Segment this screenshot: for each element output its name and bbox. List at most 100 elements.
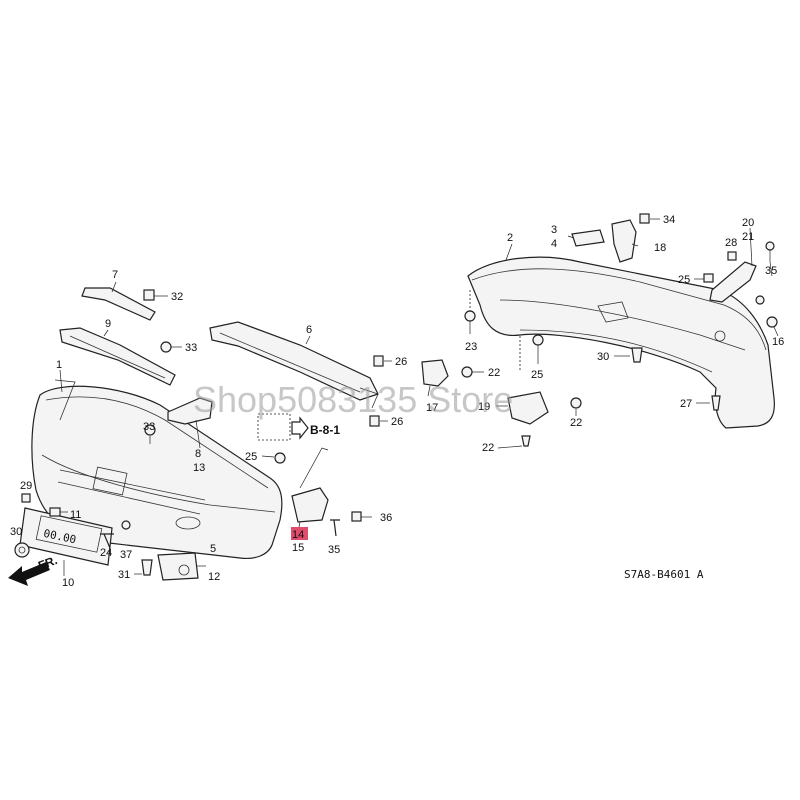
bumper-beam-groove	[219, 332, 361, 393]
watermark: Shop5083135 Store	[193, 379, 513, 420]
clip-33b-icon	[144, 424, 156, 444]
reference-arrow-icon	[291, 416, 309, 440]
screw-35b-icon	[765, 241, 775, 262]
callout-25b: 25	[531, 369, 543, 381]
clip-31-icon	[134, 559, 153, 576]
callout-30b: 30	[597, 351, 609, 363]
rear-upper-spacer	[571, 229, 605, 247]
callout-22b: 22	[570, 417, 582, 429]
clip-26a-icon	[373, 355, 392, 367]
clip-22a-icon	[461, 366, 484, 378]
callout-16: 16	[772, 336, 784, 348]
callout-26a: 26	[395, 356, 407, 368]
rear-bumper-lower-edge	[519, 329, 713, 373]
clip-25c-icon	[694, 273, 714, 283]
clip-25b-icon	[532, 334, 544, 364]
front-direction-marker: FR.	[8, 553, 59, 586]
clip-16-icon	[766, 316, 779, 337]
callout-9: 9	[105, 318, 111, 330]
callout-21: 21	[742, 231, 754, 243]
clip-27-icon	[696, 395, 721, 411]
reference-frame	[257, 413, 291, 441]
rear-bumper-dash-line	[469, 290, 521, 370]
front-side-bracket	[291, 487, 329, 523]
front-bumper-top-edge	[45, 396, 269, 489]
front-arrow-icon	[8, 562, 50, 586]
front-side-spacer	[167, 397, 213, 425]
callout-18: 18	[654, 242, 666, 254]
callout-19: 19	[478, 401, 490, 413]
callout-20: 20	[742, 217, 754, 229]
callout-25a: 25	[245, 451, 257, 463]
callout-26b: 26	[391, 416, 403, 428]
callout-11: 11	[70, 509, 81, 521]
diagram-code: S7A8-B4601 A	[624, 568, 704, 581]
bumper-beam	[209, 321, 379, 401]
clip-29-icon	[21, 493, 31, 503]
callout-37: 37	[120, 549, 132, 561]
callout-4: 4	[551, 238, 557, 250]
callout-29: 29	[20, 480, 32, 492]
clip-23-icon	[464, 310, 476, 334]
clip-11-icon	[49, 507, 68, 517]
callout-13: 13	[193, 462, 205, 474]
callout-32: 32	[171, 291, 183, 303]
reference-label: B-8-1	[310, 423, 340, 437]
rear-bumper-hole	[714, 330, 726, 342]
front-upper-retainer	[81, 287, 156, 321]
clip-30b-icon	[614, 347, 643, 363]
clip-36-icon	[351, 511, 372, 522]
callout-36: 36	[380, 512, 392, 524]
callout-15: 15	[292, 542, 304, 554]
clip-22c-icon	[497, 435, 531, 449]
front-fog-cover-hole	[178, 564, 190, 576]
license-plate-inner	[35, 515, 103, 553]
highlight-box-14	[291, 527, 308, 540]
fasteners	[14, 213, 779, 576]
front-fog-cover	[157, 552, 199, 581]
clip-32-icon	[143, 289, 168, 301]
callout-30a: 30	[10, 526, 22, 538]
callout-14: 14	[292, 529, 304, 541]
callout-7: 7	[112, 269, 118, 281]
clip-26b-icon	[369, 415, 388, 427]
screw-35a-icon	[330, 519, 340, 537]
callout-8: 8	[195, 448, 201, 460]
rear-right-bracket	[709, 261, 757, 303]
callout-6: 6	[306, 324, 312, 336]
front-beam-group	[209, 321, 379, 409]
callout-17: 17	[426, 402, 438, 414]
front-bumper-plate-recess	[92, 466, 128, 496]
rear-bumper-cover	[467, 256, 775, 429]
front-bumper-grille-line	[57, 469, 206, 515]
callout-35b: 35	[765, 265, 777, 277]
rear-bumper-crease	[499, 299, 746, 351]
front-bumper-corner	[54, 379, 76, 421]
callout-35a: 35	[328, 544, 340, 556]
rear-side-bracket	[611, 219, 637, 263]
rear-stay-lower	[507, 391, 549, 425]
screw-34-icon	[639, 213, 660, 224]
callout-5: 5	[210, 543, 216, 555]
reference-callout: B-8-1	[257, 413, 340, 441]
callout-12: 12	[208, 571, 220, 583]
front-label: FR.	[36, 553, 59, 573]
callout-1: 1	[56, 359, 62, 371]
front-bumper-cover	[31, 385, 283, 560]
screw-24-icon	[100, 533, 114, 549]
callout-2: 2	[507, 232, 513, 244]
screw-37-icon	[121, 520, 131, 530]
front-bumper-group: 00.00	[19, 287, 329, 581]
front-center-bracket	[59, 327, 176, 386]
callout-3: 3	[551, 224, 557, 236]
clip-28-icon	[727, 251, 737, 261]
rear-stay-upper	[421, 359, 449, 387]
callout-10: 10	[62, 577, 74, 589]
rear-bumper-group	[421, 219, 775, 429]
callout-24: 24	[100, 547, 112, 559]
front-center-bracket-detail	[69, 335, 166, 379]
callout-25c: 25	[678, 274, 690, 286]
callout-28: 28	[725, 237, 737, 249]
clip-25d-icon	[755, 295, 765, 305]
